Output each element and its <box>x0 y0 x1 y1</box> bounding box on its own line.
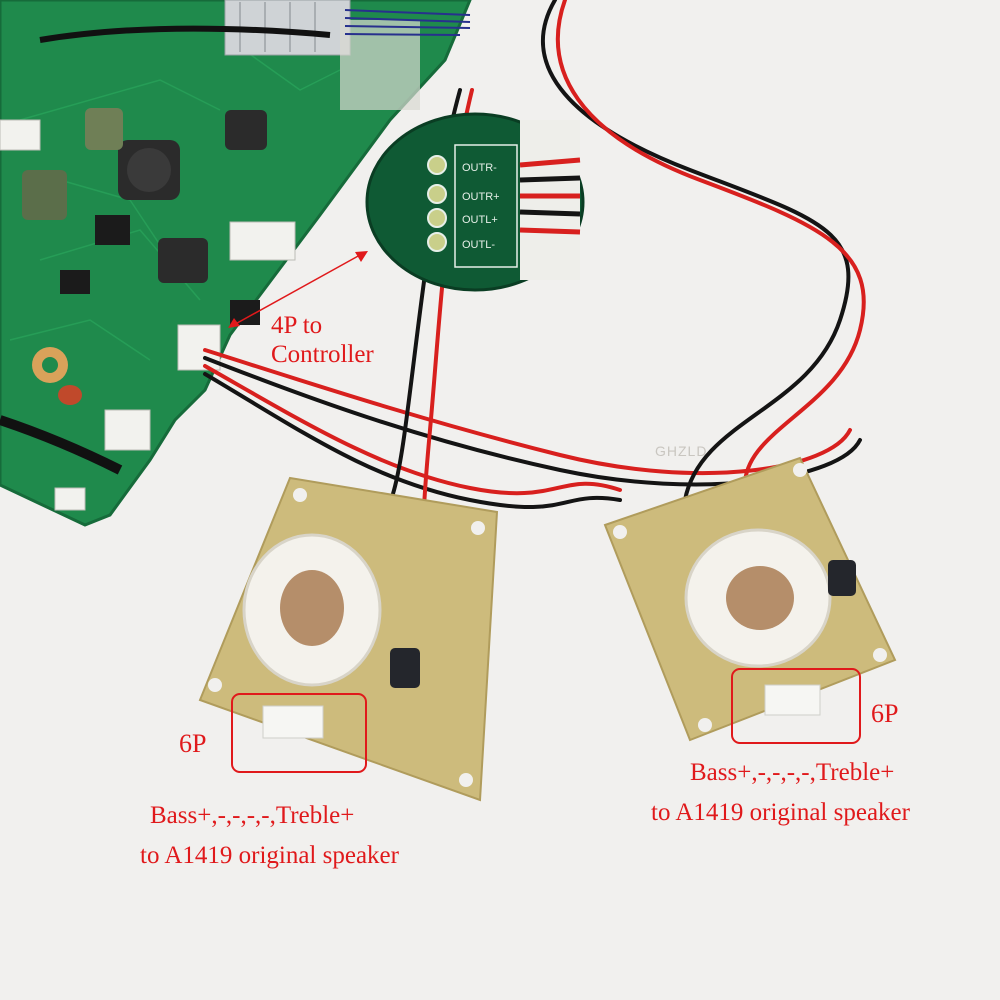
watermark: GHZLD <box>655 443 708 459</box>
left-crossover-board <box>198 476 499 802</box>
pointer-arrow <box>228 251 368 328</box>
left-destination-label: to A1419 original speaker <box>140 842 399 869</box>
pin-label-outl-minus: OUTL- <box>462 239 495 251</box>
pin-label-outl-plus: OUTL+ <box>462 214 498 226</box>
right-connector-label: 6P <box>871 699 899 728</box>
left-connector-label: 6P <box>179 729 207 758</box>
controller-label-line2: Controller <box>271 341 374 368</box>
controller-board <box>0 0 472 527</box>
zoom-inset <box>365 112 585 292</box>
right-destination-label: to A1419 original speaker <box>651 799 910 826</box>
left-pinout-label: Bass+,-,-,-,-,Treble+ <box>150 802 355 829</box>
pin-label-outr-minus: OUTR- <box>462 162 497 174</box>
right-crossover-board <box>603 456 897 744</box>
right-pinout-label: Bass+,-,-,-,-,Treble+ <box>690 759 895 786</box>
pin-label-outr-plus: OUTR+ <box>462 191 500 203</box>
right-board-wires <box>540 0 866 502</box>
controller-label-line1: 4P to <box>271 312 323 339</box>
